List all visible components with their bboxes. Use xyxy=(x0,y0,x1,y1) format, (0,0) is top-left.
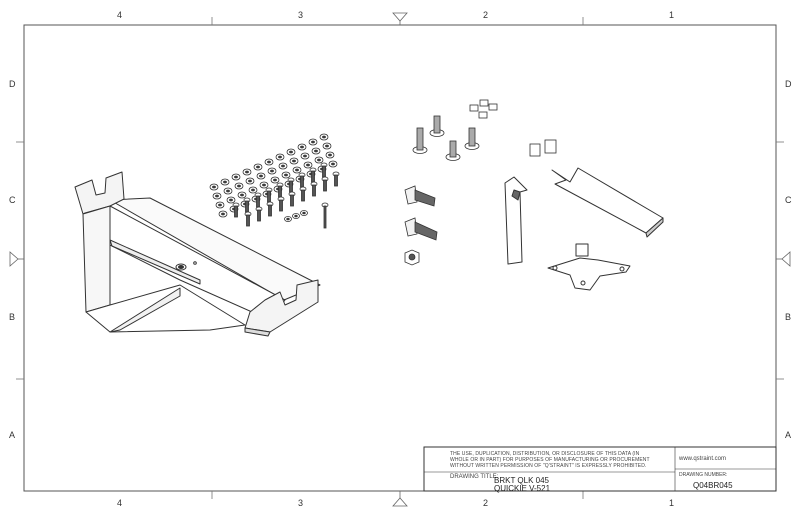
washer-hole xyxy=(278,155,282,159)
washer-hole xyxy=(212,185,216,189)
washer-hole xyxy=(284,173,288,177)
angled-plate xyxy=(551,167,664,238)
title-block-frame xyxy=(423,446,777,492)
washer-hole xyxy=(311,140,315,144)
screw-shank xyxy=(312,184,316,197)
zone-label-right-c: C xyxy=(785,195,792,205)
washer-hole xyxy=(328,153,332,157)
screw-shank xyxy=(301,189,305,202)
zone-label-left-a: A xyxy=(9,430,16,440)
screw-shank xyxy=(256,195,260,208)
zone-label-top-2: 2 xyxy=(483,10,489,20)
washer-hole xyxy=(303,154,307,158)
washer-hole xyxy=(314,149,318,153)
washer-hole xyxy=(221,212,225,216)
washer-hole xyxy=(215,194,219,198)
zone-label-left-b: B xyxy=(9,312,16,322)
washer-hole xyxy=(281,164,285,168)
screw-shank xyxy=(279,199,283,212)
screw-shank xyxy=(267,190,271,203)
zone-label-right-a: A xyxy=(785,430,792,440)
washer-hole xyxy=(267,160,271,164)
screw-shank xyxy=(289,180,293,193)
screw-shank xyxy=(246,214,250,227)
nut-hole xyxy=(302,211,306,215)
zone-label-left-d: D xyxy=(9,79,16,89)
nut-hole xyxy=(294,214,298,218)
centering-marks xyxy=(9,12,791,507)
zone-label-bottom-2: 2 xyxy=(483,498,489,508)
long-bolt xyxy=(321,202,329,229)
zone-label-top-3: 3 xyxy=(298,10,304,20)
zone-label-bottom-4: 4 xyxy=(117,498,123,508)
screw-shank xyxy=(290,194,294,207)
washer-hole xyxy=(226,189,230,193)
main-bracket xyxy=(74,171,321,337)
washer-hole xyxy=(300,145,304,149)
washer-hole xyxy=(248,179,252,183)
washer-hole xyxy=(292,159,296,163)
washer-hole xyxy=(331,162,335,166)
washer-hole xyxy=(229,198,233,202)
large-bolts xyxy=(404,185,438,266)
washer-hole xyxy=(218,203,222,207)
washer-hole xyxy=(245,170,249,174)
washer-hole xyxy=(237,184,241,188)
screw-shank xyxy=(278,185,282,198)
washer-hole xyxy=(259,174,263,178)
washer-hole xyxy=(262,183,266,187)
screw-shank xyxy=(268,204,272,217)
washer-hole xyxy=(270,169,274,173)
cross-mount xyxy=(547,243,631,291)
zone-label-left-c: C xyxy=(9,195,16,205)
zone-ticks xyxy=(16,17,784,499)
slotted-bar xyxy=(504,176,528,265)
screw-shank xyxy=(234,205,238,218)
drawing-number-label: DRAWING NUMBER: xyxy=(679,472,728,478)
washer-hole xyxy=(273,178,277,182)
washer-hole xyxy=(240,193,244,197)
washer-hole xyxy=(251,188,255,192)
washer-hole xyxy=(223,180,227,184)
screw-shank xyxy=(311,170,315,183)
drawing-number: Q04BR045 xyxy=(693,481,733,490)
screw-shank xyxy=(257,209,261,222)
washer-hole xyxy=(289,150,293,154)
drawing-title-label: DRAWING TITLE: xyxy=(450,474,499,480)
screw-shank xyxy=(300,175,304,188)
drawing-title-line-1: BRKT QLK 045 xyxy=(494,476,549,485)
screw-shank xyxy=(322,165,326,178)
screw-shank xyxy=(245,200,249,213)
screw-shank xyxy=(323,179,327,192)
zone-label-top-4: 4 xyxy=(117,10,123,20)
washer-hole xyxy=(256,165,260,169)
title-block-disclaimer: THE USE, DUPLICATION, DISTRIBUTION, OR D… xyxy=(450,451,650,469)
zone-label-right-d: D xyxy=(785,79,792,89)
washer-hole xyxy=(234,175,238,179)
drawing-title-line-2: QUICKIE V-521 xyxy=(494,484,551,493)
zone-label-bottom-3: 3 xyxy=(298,498,304,508)
nut-hole xyxy=(286,217,290,221)
washer-hole xyxy=(322,135,326,139)
company-website: www.qstraint.com xyxy=(679,456,727,462)
shoulder-bolts xyxy=(412,99,557,161)
washer-hole xyxy=(295,168,299,172)
zone-label-right-b: B xyxy=(785,312,792,322)
washer-hole xyxy=(306,163,310,167)
washer-hole xyxy=(325,144,329,148)
zone-label-top-1: 1 xyxy=(669,10,675,20)
hardware-grid xyxy=(209,133,340,227)
screw-shank xyxy=(334,174,338,187)
washer-hole xyxy=(317,158,321,162)
zone-label-bottom-1: 1 xyxy=(669,498,675,508)
